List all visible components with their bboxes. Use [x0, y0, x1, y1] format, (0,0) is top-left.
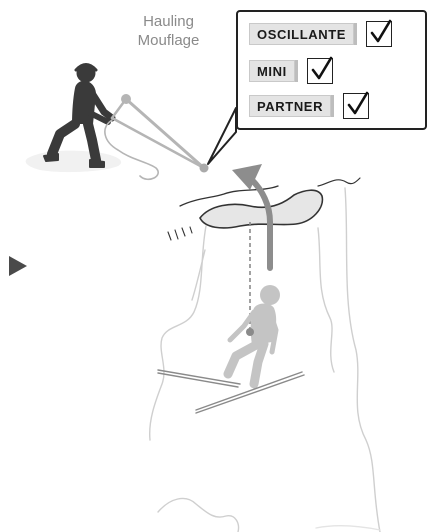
hauling-caption: Hauling Mouflage [121, 12, 216, 50]
play-triangle-icon [9, 256, 27, 276]
check-mark-icon [368, 18, 394, 46]
device-tag: OSCILLANTE [249, 23, 354, 45]
anchor-pulley [200, 164, 209, 173]
crevasse-lip [168, 178, 360, 240]
callout-pointer [208, 108, 236, 164]
checkbox [343, 93, 369, 119]
victim-figure [228, 285, 280, 384]
device-row-mini: MINI [249, 57, 333, 85]
checkbox [366, 21, 392, 47]
caption-line-2: Mouflage [138, 32, 200, 49]
device-checklist-panel: OSCILLANTE MINI PARTNER [236, 10, 427, 130]
checkbox [307, 58, 333, 84]
victim-harness-point [246, 328, 254, 336]
check-mark-icon [345, 90, 371, 118]
snow-patch [26, 151, 121, 172]
check-mark-icon [309, 55, 335, 83]
hauling-ropes [105, 99, 204, 179]
caption-line-1: Hauling [143, 13, 194, 30]
crevasse-walls [150, 188, 380, 532]
device-row-partner: PARTNER [249, 92, 369, 120]
upper-pulley [121, 94, 131, 104]
device-row-oscillante: OSCILLANTE [249, 20, 392, 48]
device-tag: PARTNER [249, 95, 331, 117]
device-tag: MINI [249, 60, 295, 82]
